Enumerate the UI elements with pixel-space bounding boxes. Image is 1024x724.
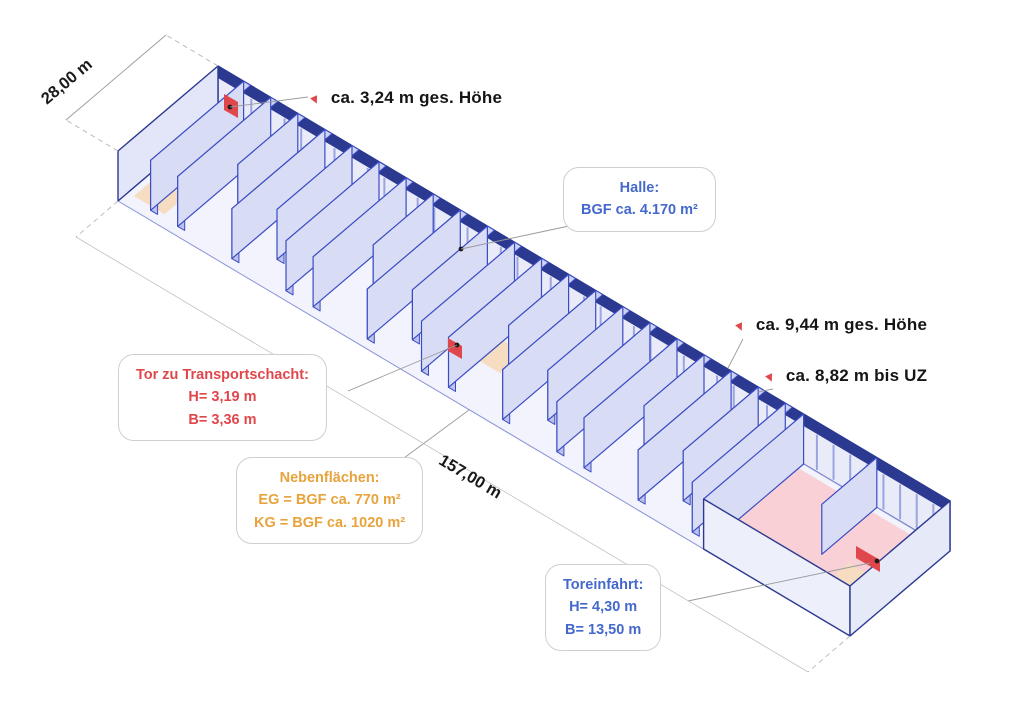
annotation-height-324: ▼ ca. 3,24 m ges. Höhe — [305, 88, 503, 109]
callout-neben-line1: EG = BGF ca. 770 m² — [258, 492, 401, 509]
callout-tor-title: Tor zu Transportschacht: — [136, 367, 309, 383]
callout-halle-line1: BGF ca. 4.170 m² — [581, 202, 698, 219]
callout-neben-title: Nebenflächen: — [279, 470, 380, 486]
callout-tor-line2: B= 3,36 m — [188, 411, 257, 428]
callout-halle: Halle: BGF ca. 4.170 m² — [563, 167, 716, 232]
annotation-height-882-text: ca. 8,82 m bis UZ — [785, 366, 928, 385]
callout-toreinfahrt-line1: H= 4,30 m — [569, 599, 638, 616]
callout-tor-transportschacht: Tor zu Transportschacht: H= 3,19 m B= 3,… — [118, 354, 327, 442]
callout-toreinfahrt-line2: B= 13,50 m — [565, 621, 642, 638]
red-triangle-marker-icon: ▼ — [730, 316, 749, 336]
callout-neben-line2: KG = BGF ca. 1020 m² — [254, 514, 406, 531]
callout-tor-line1: H= 3,19 m — [188, 389, 257, 406]
callout-toreinfahrt-title: Toreinfahrt: — [563, 577, 644, 593]
red-triangle-marker-icon: ▼ — [305, 89, 324, 109]
callout-nebenflaechen: Nebenflächen: EG = BGF ca. 770 m² KG = B… — [236, 457, 424, 545]
annotation-height-944-text: ca. 9,44 m ges. Höhe — [755, 315, 928, 334]
callout-halle-title: Halle: — [619, 180, 660, 196]
annotation-height-882: ▼ ca. 8,82 m bis UZ — [760, 366, 928, 387]
red-triangle-marker-icon: ▼ — [760, 367, 779, 387]
callout-toreinfahrt: Toreinfahrt: H= 4,30 m B= 13,50 m — [545, 564, 662, 652]
annotation-height-944: ▼ ca. 9,44 m ges. Höhe — [730, 315, 928, 336]
annotation-height-324-text: ca. 3,24 m ges. Höhe — [330, 88, 503, 107]
